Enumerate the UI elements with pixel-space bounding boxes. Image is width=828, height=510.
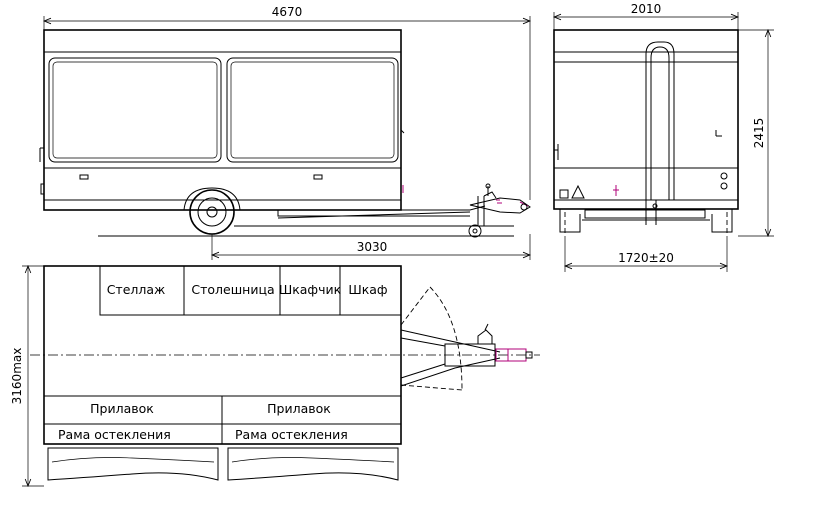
dim-front-track: 1720±20 <box>618 251 674 265</box>
side-view: 4670 3030 <box>39 5 531 260</box>
side-window-left <box>48 57 222 163</box>
plan-view: Стеллаж Столешница Шкафчик Шкаф Прилавок… <box>10 266 540 486</box>
label-glazing-frame-right: Рама остекления <box>235 427 348 442</box>
label-cabinet: Шкаф <box>348 282 387 297</box>
front-door-rail <box>645 41 675 215</box>
dim-front-height: 2415 <box>752 118 766 149</box>
side-jockey-wheel <box>468 224 482 238</box>
glazing-flap-right <box>227 447 399 481</box>
side-marker-lamp-right <box>313 174 323 180</box>
side-body-outline <box>43 29 402 211</box>
dim-plan-width: 3160max <box>10 348 24 405</box>
dim-front-width: 2010 <box>631 2 662 16</box>
dim-side-wheelbase: 3030 <box>357 240 388 254</box>
label-small-cabinet: Шкафчик <box>279 282 342 297</box>
label-glazing-frame-left: Рама остекления <box>58 427 171 442</box>
glazing-flap-left <box>47 447 219 481</box>
label-rack: Стеллаж <box>107 282 166 297</box>
side-coupling-head <box>469 197 531 214</box>
side-marker-lamp-left <box>79 174 89 180</box>
label-counter-left: Прилавок <box>90 401 154 416</box>
side-window-right <box>226 57 399 163</box>
dim-side-length: 4670 <box>272 5 303 19</box>
plan-coupling-housing <box>444 343 496 367</box>
warning-triangle-icon <box>571 184 585 199</box>
side-wheel <box>189 189 235 235</box>
label-tabletop: Столешница <box>191 282 274 297</box>
label-counter-right: Прилавок <box>267 401 331 416</box>
front-view: 2010 2415 1720±20 <box>554 2 774 272</box>
